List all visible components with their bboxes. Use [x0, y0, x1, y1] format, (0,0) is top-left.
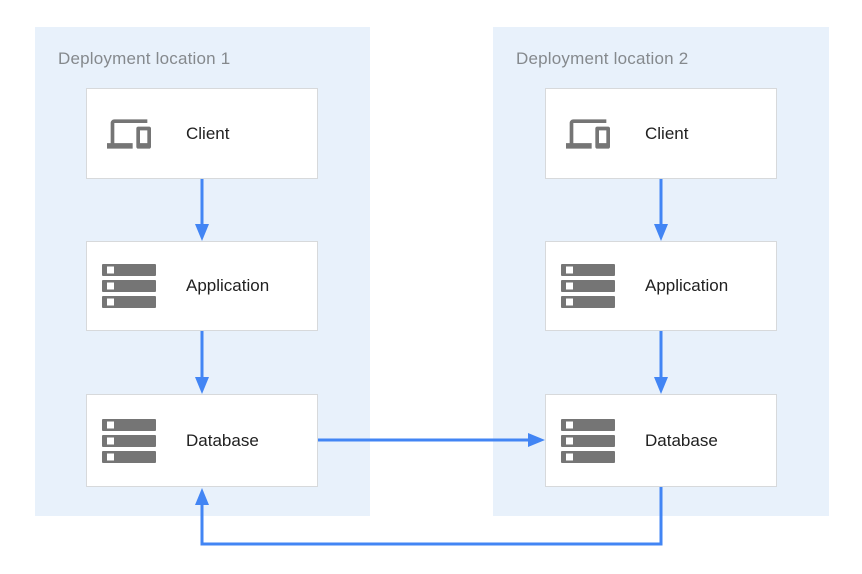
server-stack-icon [102, 264, 156, 308]
node-label: Application [645, 276, 729, 295]
devices-icon [102, 112, 156, 156]
node-client-2: Client [545, 88, 777, 179]
server-stack-icon [561, 418, 615, 463]
node-label: Application [186, 276, 270, 295]
node-database-2: Database [545, 394, 777, 487]
node-database-1: Database [86, 394, 318, 487]
panel-title: Deployment location 2 [516, 49, 689, 68]
node-label: Client [186, 123, 230, 143]
node-label: Client [645, 123, 689, 143]
node-application-2: Application [545, 241, 777, 331]
node-client-1: Client [86, 88, 318, 179]
server-stack-icon [102, 418, 156, 463]
node-label: Database [186, 430, 259, 450]
node-label: Database [645, 430, 718, 450]
node-application-1: Application [86, 241, 318, 331]
server-stack-icon [561, 264, 615, 308]
devices-icon [561, 112, 615, 156]
panel-title: Deployment location 1 [58, 49, 231, 68]
